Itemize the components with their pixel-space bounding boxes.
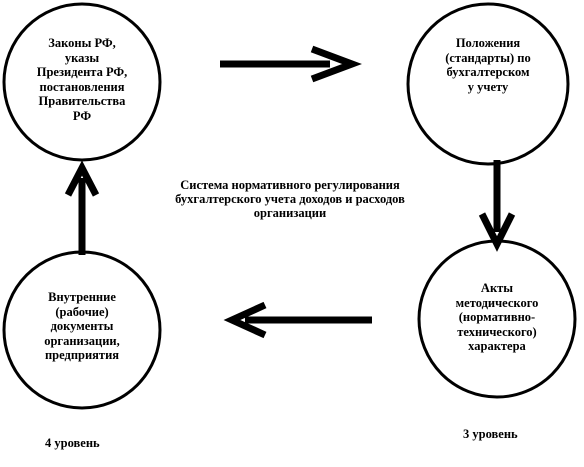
arrow-standards-to-methodical [478,160,516,252]
node-label-methodical: Акты методического (нормативно- техничес… [455,281,539,353]
arrow-internal-to-laws [64,160,100,255]
node-label-standards: Положения (стандарты) по бухгалтерском у… [445,36,531,94]
level-label-left: 4 уровень [45,436,100,450]
node-label-laws: Законы РФ, указы Президента РФ, постанов… [36,36,128,123]
node-label-internal: Внутренние (рабочие) документы организац… [44,290,120,362]
node-circle-standards [406,2,570,166]
arrow-methodical-to-internal [223,301,372,339]
diagram-title: Система нормативного регулирования бухга… [175,178,405,220]
node-circle-laws [2,2,162,162]
arrow-laws-to-standards [220,45,362,83]
level-label-right: 3 уровень [463,427,518,441]
